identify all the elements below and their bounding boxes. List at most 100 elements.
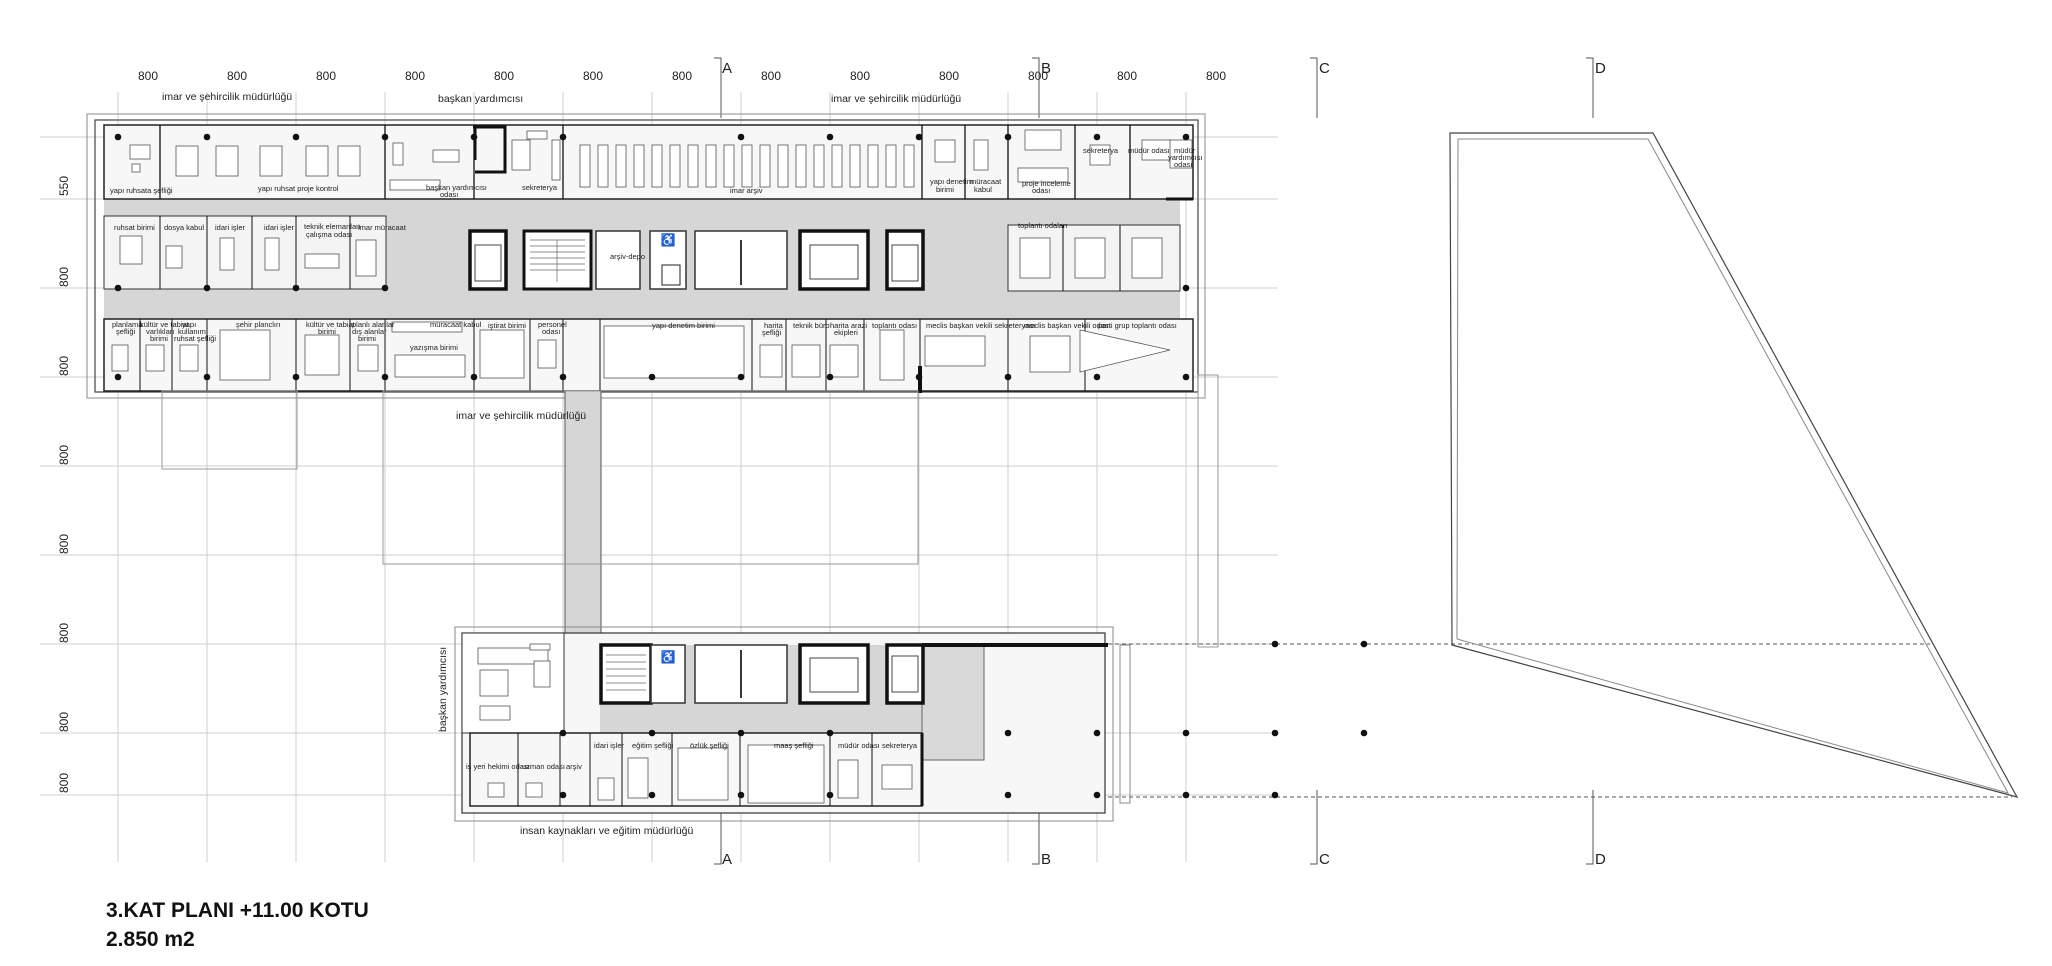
dim-left-4: 800 <box>57 445 71 465</box>
upper-cores: ♿ <box>468 229 925 291</box>
dept-insan-kaynaklari: insan kaynakları ve eğitim müdürlüğü <box>520 825 693 837</box>
dim-left-5: 800 <box>57 534 71 554</box>
dim-left-8: 800 <box>57 773 71 793</box>
room-label: proje inceleme <box>1022 179 1071 188</box>
room-label: başkan yardımcısı <box>426 183 487 192</box>
room-label: dış alanlar <box>352 327 387 336</box>
room-label: şefliği <box>116 327 136 336</box>
room-label: toplantı odaları <box>1018 221 1068 230</box>
plan-area: 2.850 m2 <box>106 928 195 951</box>
room-label: birimi <box>358 334 376 343</box>
room-label: müdür odası <box>838 741 880 750</box>
room-label: kabul <box>974 185 992 194</box>
section-b-top: B <box>1041 60 1051 77</box>
room-label: kullanım <box>178 327 206 336</box>
section-c-bottom-mark <box>1310 790 1318 865</box>
section-a-top-mark <box>714 57 722 118</box>
section-c-top: C <box>1319 60 1330 77</box>
left-dimension-column: 550 800 800 800 800 800 800 800 <box>57 176 71 793</box>
room-label: yapı ruhsat proje kontrol <box>258 184 339 193</box>
room-label: maaş şefliği <box>774 741 814 750</box>
section-a-bottom-mark <box>714 790 722 865</box>
room-label: özlük şefliği <box>690 741 729 750</box>
section-markers: A B C D A B C D <box>714 57 1606 868</box>
dim-top-12: 800 <box>1117 69 1137 83</box>
section-d-bottom: D <box>1595 851 1606 868</box>
room-label: birimi <box>150 334 168 343</box>
room-label: odası <box>542 327 560 336</box>
room-label: kültür ve tabiat <box>140 320 190 329</box>
room-label: yapı denetim birimi <box>652 321 715 330</box>
section-a-bottom: A <box>722 851 732 868</box>
dept-imar-left: imar ve şehircilik müdürlüğü <box>162 91 292 103</box>
room-label: idari işler <box>215 223 246 232</box>
central-connector <box>161 374 1219 648</box>
section-c-top-mark <box>1310 57 1318 118</box>
wheelchair-icon-lower: ♿ <box>661 650 676 664</box>
room-label: iş yeri hekimi odası <box>466 762 530 771</box>
room-label: parti grup toplantı odası <box>1098 321 1177 330</box>
room-label: yapı ruhsata şefliği <box>110 186 173 195</box>
upper-block-outline-inner <box>94 119 1199 393</box>
room-label: imar müracaat <box>358 223 407 232</box>
structural-columns <box>114 133 1368 799</box>
room-label: yardımcısı <box>1168 153 1203 162</box>
dim-left-2: 800 <box>57 267 71 287</box>
lower-block: ♿ <box>454 626 2012 822</box>
room-label: şehir planclırı <box>236 320 281 329</box>
room-label: birimi <box>318 327 336 336</box>
room-label: harita <box>764 321 784 330</box>
top-dimension-row: 800 800 800 800 800 800 800 800 800 800 … <box>138 69 1226 83</box>
room-label: müracaat kabul <box>430 320 482 329</box>
room-label: ruhsat birimi <box>114 223 155 232</box>
room-label: birimi <box>936 185 954 194</box>
room-label: ruhsat şefliği <box>174 334 216 343</box>
room-label: yapı denetim <box>930 177 973 186</box>
room-label: harita arazi <box>830 321 867 330</box>
room-label: meclis başkan vekili sekreteryası <box>926 321 1035 330</box>
room-label: sekreterya <box>1083 146 1119 155</box>
room-label: sekreterya <box>882 741 918 750</box>
room-label: personel <box>538 320 567 329</box>
dim-top-9: 800 <box>850 69 870 83</box>
room-label: teknik büro <box>793 321 830 330</box>
room-label: arşiv-depo <box>610 252 645 261</box>
room-label: varlıkları <box>146 327 174 336</box>
room-label: planlama <box>112 320 143 329</box>
room-label: arşiv <box>566 762 582 771</box>
section-d-top-mark <box>1586 57 1594 118</box>
dim-left-1: 550 <box>57 176 71 196</box>
plan-title: 3.KAT PLANI +11.00 KOTU <box>106 899 369 922</box>
room-label: idari işler <box>594 741 625 750</box>
room-label: çalışma odası <box>306 230 352 239</box>
room-label: kültür ve tabiat <box>306 320 356 329</box>
room-label: sekreterya <box>522 183 558 192</box>
dept-baskan-top: başkan yardımcısı <box>438 93 523 105</box>
room-label: uzman odası <box>522 762 565 771</box>
dim-top-7: 800 <box>672 69 692 83</box>
wheelchair-icon: ♿ <box>661 233 676 247</box>
room-label: odası <box>440 190 458 199</box>
triangular-wing <box>1449 132 2019 798</box>
west-room-block <box>103 215 387 290</box>
dim-top-10: 800 <box>939 69 959 83</box>
dim-left-6: 800 <box>57 623 71 643</box>
dim-top-11: 800 <box>1028 69 1048 83</box>
section-b-bottom-mark <box>1032 790 1040 865</box>
dept-baskan-side: başkan yardımcısı <box>437 647 449 732</box>
archive-shelves <box>579 144 915 188</box>
dim-top-3: 800 <box>316 69 336 83</box>
dept-imar-right: imar ve şehircilik müdürlüğü <box>831 93 961 105</box>
dim-top-2: 800 <box>227 69 247 83</box>
room-label: odası <box>1032 186 1050 195</box>
room-label: teknik elemanları <box>304 222 361 231</box>
room-label: müdür odası <box>1128 146 1170 155</box>
section-c-bottom: C <box>1319 851 1330 868</box>
section-d-top: D <box>1595 60 1606 77</box>
room-label: yapı <box>182 320 196 329</box>
dim-top-8: 800 <box>761 69 781 83</box>
dim-left-3: 800 <box>57 356 71 376</box>
dim-top-1: 800 <box>138 69 158 83</box>
furniture <box>111 129 1193 381</box>
room-label: toplantı odası <box>872 321 917 330</box>
